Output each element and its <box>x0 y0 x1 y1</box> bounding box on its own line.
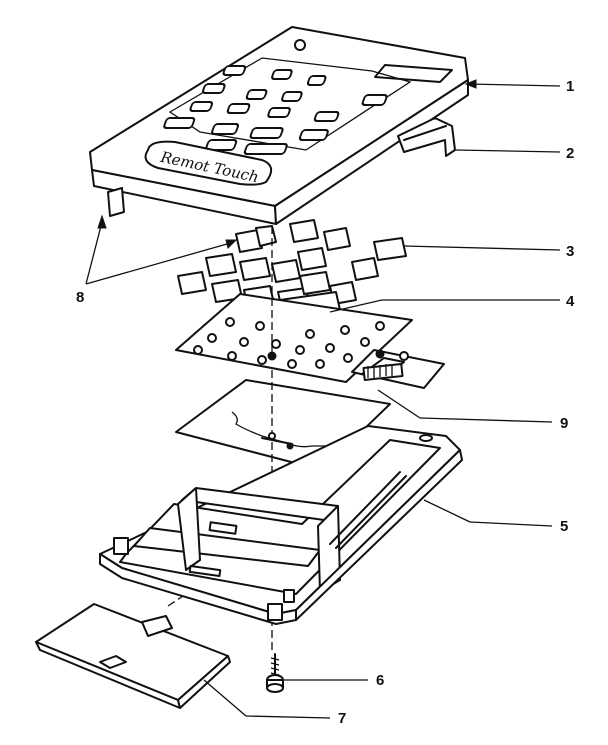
ic-chip <box>362 363 404 381</box>
side-clip <box>397 117 456 157</box>
remote-top-housing: Remot Touch <box>89 26 469 225</box>
callout-6: 6 <box>376 672 384 689</box>
callout-3: 3 <box>566 243 574 260</box>
screw <box>266 653 284 693</box>
bottom-case <box>99 425 463 625</box>
callout-4: 4 <box>566 293 575 310</box>
callout-5: 5 <box>560 518 568 535</box>
contact-membrane <box>175 293 413 383</box>
callout-1: 1 <box>566 78 574 95</box>
callout-8: 8 <box>76 289 84 306</box>
leader-lines <box>85 79 561 719</box>
callout-9: 9 <box>560 415 568 432</box>
callout-2: 2 <box>566 145 574 162</box>
callout-labels: 1 2 3 4 5 6 7 8 9 <box>76 78 575 727</box>
callout-7: 7 <box>338 710 346 727</box>
battery-cover <box>35 603 231 709</box>
membrane-contacts <box>193 317 385 369</box>
housing-keys <box>163 65 388 155</box>
